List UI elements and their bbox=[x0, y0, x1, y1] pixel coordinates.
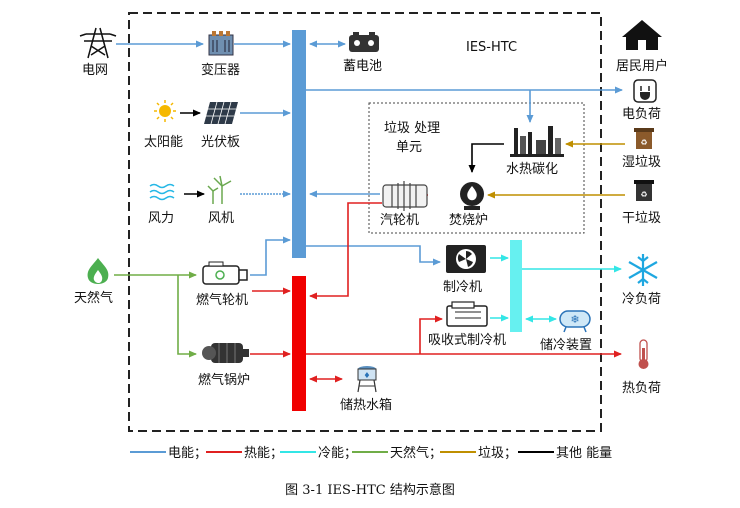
refrigerator-label: 制冷机 bbox=[443, 280, 482, 295]
thermometer-icon bbox=[638, 339, 649, 369]
solar-label: 太阳能 bbox=[144, 135, 183, 150]
waste-unit-boundary bbox=[368, 102, 585, 234]
wet-waste-label: 湿垃圾 bbox=[622, 155, 661, 170]
legend: 电能； 热能； 冷能； 天然气； 垃圾； 其他 能量 bbox=[130, 445, 612, 461]
cold-bus bbox=[510, 240, 522, 332]
incinerator-icon bbox=[460, 182, 484, 210]
gas-turbine-label: 燃气轮机 bbox=[196, 292, 248, 308]
battery-icon bbox=[349, 32, 379, 52]
residential-label: 居民用户 bbox=[616, 58, 668, 74]
plug-icon bbox=[633, 79, 657, 103]
legend-label-waste: 垃圾； bbox=[478, 446, 517, 461]
elec-load-label: 电负荷 bbox=[622, 107, 661, 122]
power-tower-icon bbox=[79, 27, 117, 59]
natural-gas-label: 天然气 bbox=[74, 290, 113, 306]
battery-label: 蓄电池 bbox=[343, 59, 382, 74]
absorption-chiller-label: 吸收式制冷机 bbox=[428, 333, 506, 348]
snowflake-icon bbox=[628, 254, 658, 286]
wind-turbine-label: 风机 bbox=[208, 211, 234, 226]
cold-storage-label: 储冷装置 bbox=[540, 338, 592, 353]
cold-load-label: 冷负荷 bbox=[622, 292, 661, 307]
cold-flows bbox=[490, 254, 622, 323]
svg-text:❄: ❄ bbox=[570, 313, 579, 326]
absorption-chiller-icon bbox=[446, 301, 488, 327]
dry-waste-label: 干垃圾 bbox=[622, 211, 661, 226]
gas-flows bbox=[114, 271, 197, 358]
htc-label: 水热碳化 bbox=[506, 162, 558, 177]
svg-text:♻: ♻ bbox=[640, 190, 647, 199]
dry-waste-bin-icon: ♻ bbox=[634, 180, 654, 201]
system-title: IES-HTC bbox=[466, 40, 517, 55]
heat-storage-label: 储热水箱 bbox=[340, 397, 392, 413]
house-icon bbox=[622, 20, 662, 50]
grid-label: 电网 bbox=[82, 63, 108, 78]
wet-waste-bin-icon: ♻ bbox=[634, 128, 654, 149]
svg-text:♻: ♻ bbox=[640, 138, 647, 147]
incinerator-label: 焚烧炉 bbox=[449, 213, 488, 228]
legend-label-cold: 冷能； bbox=[318, 446, 357, 461]
waste-flows bbox=[487, 140, 625, 199]
waste-unit-label-1: 垃圾 处理 bbox=[384, 121, 440, 136]
gas-turbine-icon bbox=[202, 261, 248, 285]
legend-label-electric: 电能； bbox=[168, 446, 207, 461]
steam-turbine-icon bbox=[382, 181, 428, 211]
other-flows bbox=[180, 109, 504, 198]
steam-turbine-label: 汽轮机 bbox=[380, 213, 419, 228]
heat-bus bbox=[292, 276, 306, 411]
heat-load-label: 热负荷 bbox=[622, 381, 661, 396]
wind-icon bbox=[149, 183, 175, 201]
pv-panel-label: 光伏板 bbox=[201, 135, 240, 150]
electric-bus bbox=[292, 30, 306, 258]
svg-text:♦: ♦ bbox=[363, 371, 370, 380]
legend-label-heat: 热能； bbox=[244, 446, 283, 461]
wind-turbine-icon bbox=[207, 175, 232, 204]
factory-icon bbox=[510, 126, 564, 157]
sun-icon bbox=[154, 100, 176, 122]
wind-label: 风力 bbox=[148, 211, 174, 226]
legend-label-gas: 天然气； bbox=[390, 445, 442, 461]
gas-boiler-icon bbox=[202, 343, 249, 363]
electric-flows bbox=[116, 40, 623, 276]
transformer-label: 变压器 bbox=[201, 62, 240, 78]
legend-label-other: 其他 能量 bbox=[556, 446, 612, 461]
water-tank-icon: ♦ bbox=[357, 366, 377, 393]
cold-storage-icon: ❄ bbox=[559, 310, 591, 333]
system-boundary bbox=[128, 12, 602, 432]
figure-caption: 图 3-1 IES-HTC 结构示意图 bbox=[285, 482, 455, 498]
flame-icon bbox=[87, 258, 109, 284]
solar-panel-icon bbox=[204, 101, 238, 125]
refrigerator-icon bbox=[446, 245, 486, 273]
gas-boiler-label: 燃气锅炉 bbox=[198, 372, 250, 388]
transformer-icon bbox=[208, 31, 234, 56]
waste-unit-label-2: 单元 bbox=[396, 140, 422, 155]
